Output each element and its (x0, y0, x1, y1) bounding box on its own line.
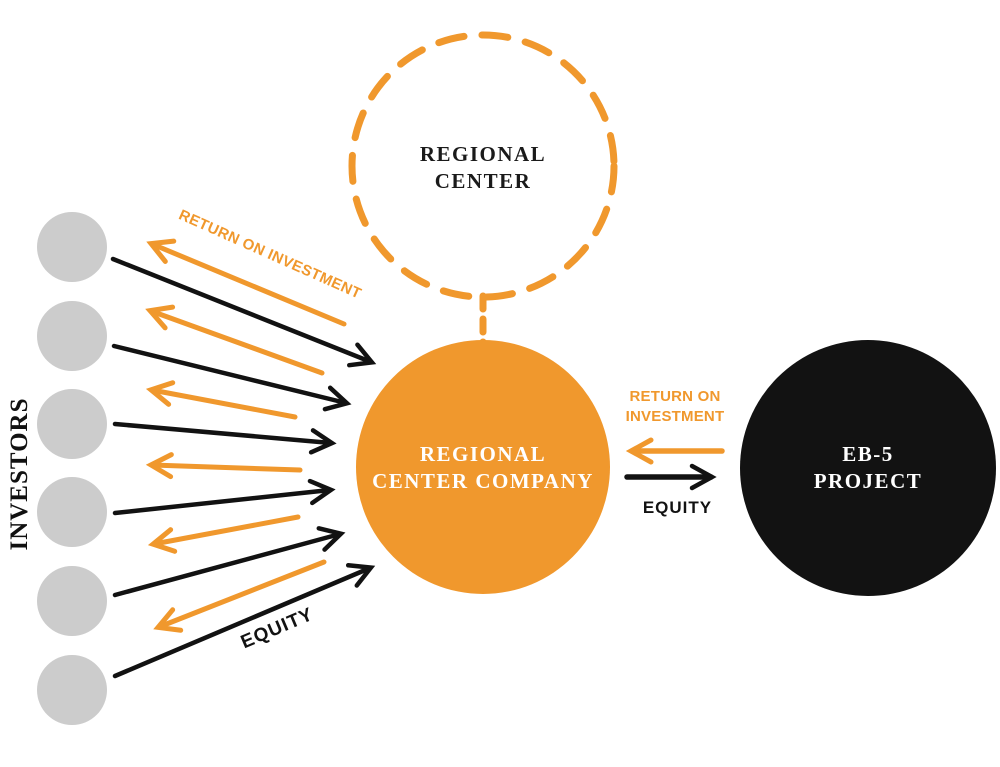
equity-arrow-1 (110, 256, 377, 368)
company-line1: REGIONAL (419, 442, 547, 466)
return-arrow-6 (153, 559, 327, 633)
eb5-line2: PROJECT (813, 469, 923, 493)
investor-circle-6 (37, 655, 107, 725)
investor-circle-4 (37, 477, 107, 547)
equity-arrow-5 (112, 526, 346, 598)
eb5-project-node-label: EB-5 PROJECT (768, 441, 968, 495)
investor-circle-2 (37, 301, 107, 371)
right-return-on-investment-label: RETURN ON INVESTMENT (595, 387, 755, 427)
eb5-line1: EB-5 (842, 442, 894, 466)
equity-arrow-6 (112, 563, 376, 679)
right-return-line1: RETURN ON (629, 388, 721, 405)
right-return-line2: INVESTMENT (625, 408, 725, 425)
regional-center-company-circle (356, 340, 610, 594)
eb5-project-circle (740, 340, 996, 596)
return-arrow-5 (147, 514, 301, 554)
regional-center-company-node-label: REGIONAL CENTER COMPANY (358, 441, 608, 495)
investor-circle-3 (37, 389, 107, 459)
return-arrow-1 (146, 238, 347, 327)
equity-arrow-2 (111, 343, 352, 412)
investors-axis-label: INVESTORS (6, 397, 33, 551)
equity-arrow-3 (112, 421, 337, 455)
investor-circle-5 (37, 566, 107, 636)
regional-center-node-label: REGIONAL CENTER (383, 141, 583, 195)
regional-center-line2: CENTER (434, 169, 532, 193)
return-arrow-4 (145, 452, 303, 480)
regional-center-dashed-circle (348, 31, 618, 301)
regional-center-line1: REGIONAL (419, 142, 547, 166)
right-equity-label: EQUITY (642, 498, 713, 517)
equity-arrow-4 (112, 478, 336, 516)
return-arrow-2 (145, 304, 325, 376)
investor-circle-1 (37, 212, 107, 282)
company-line2: CENTER COMPANY (372, 469, 594, 493)
return-arrow-3 (145, 380, 298, 420)
